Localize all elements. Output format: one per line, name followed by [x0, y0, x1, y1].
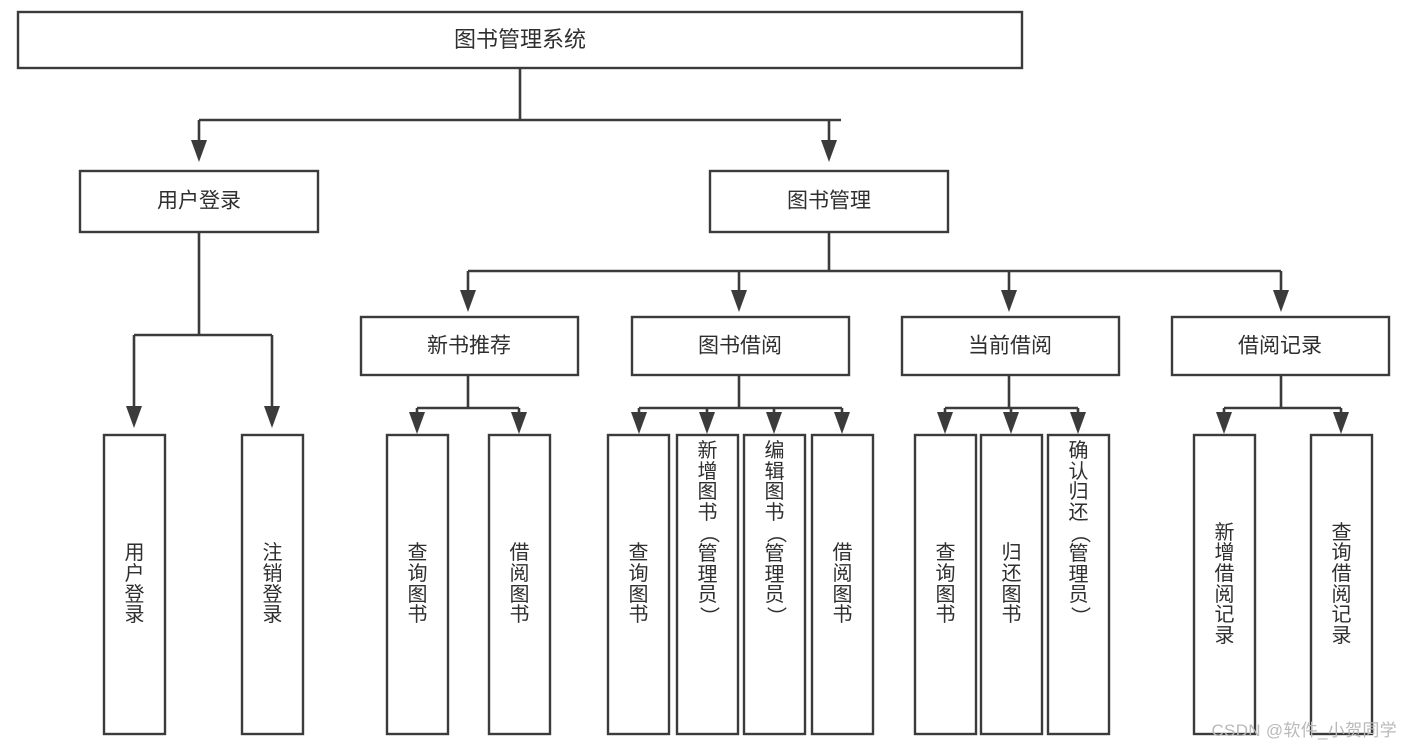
node-leaf-return-book[interactable] — [979, 433, 1044, 736]
node-book-manage[interactable]: 图书管理 — [708, 169, 950, 234]
node-book-borrow[interactable]: 图书借阅 — [630, 315, 851, 377]
node-user-login[interactable]: 用户登录 — [78, 169, 320, 234]
node-borrow-record[interactable]: 借阅记录 — [1170, 315, 1391, 377]
node-leaf-user-login[interactable] — [102, 433, 167, 736]
node-leaf-query-record[interactable] — [1309, 433, 1374, 736]
node-leaf-add-book[interactable] — [675, 433, 740, 736]
node-leaf-query-book-1[interactable] — [385, 433, 450, 736]
node-root-label: 图书管理系统 — [454, 27, 586, 52]
node-leaf-borrow-book-2[interactable] — [810, 433, 875, 736]
node-book-manage-label: 图书管理 — [787, 190, 871, 213]
node-current-borrow-label: 当前借阅 — [968, 335, 1052, 358]
leaf-boxes — [102, 433, 1374, 736]
node-new-book-rec-label: 新书推荐 — [427, 335, 511, 358]
connector-currentborrow-to-leaves — [937, 375, 1086, 434]
node-leaf-add-record[interactable] — [1192, 433, 1257, 736]
node-leaf-query-book-3[interactable] — [913, 433, 978, 736]
node-leaf-edit-book[interactable] — [742, 433, 807, 736]
node-leaf-logout[interactable] — [240, 433, 305, 736]
connector-newbook-to-leaves — [409, 375, 527, 434]
node-book-borrow-label: 图书借阅 — [698, 335, 782, 358]
node-user-login-label: 用户登录 — [157, 190, 241, 213]
node-current-borrow[interactable]: 当前借阅 — [900, 315, 1121, 377]
connector-borrowrecord-to-leaves — [1216, 375, 1349, 434]
node-borrow-record-label: 借阅记录 — [1238, 335, 1322, 358]
csdn-watermark: CSDN @软件_小贺同学 — [1211, 721, 1397, 740]
node-new-book-rec[interactable]: 新书推荐 — [359, 315, 580, 377]
connector-bookmanage-to-level2 — [460, 232, 1289, 312]
node-root[interactable]: 图书管理系统 — [16, 10, 1024, 70]
connector-userlogin-to-leaves — [126, 232, 280, 428]
connector-root-to-level1 — [191, 68, 841, 162]
node-leaf-confirm-return[interactable] — [1046, 433, 1111, 736]
node-leaf-query-book-2[interactable] — [606, 433, 671, 736]
connector-bookborrow-to-leaves — [631, 375, 850, 434]
node-leaf-borrow-book-1[interactable] — [487, 433, 552, 736]
